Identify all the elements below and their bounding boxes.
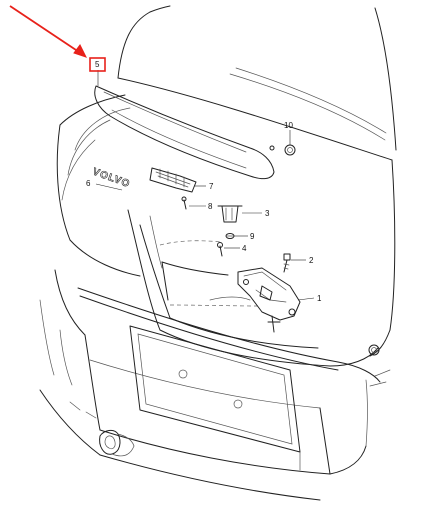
highlight-arrow-shaft [9,5,83,55]
part-9-clip [225,233,235,239]
vehicle-body [39,5,397,501]
highlight-annotation [9,5,106,72]
callout-5: 5 [95,60,100,69]
part-7-handle-housing [149,167,197,193]
part-5-spoiler-strip [94,85,275,180]
part-2-bolt [283,253,291,273]
callout-labels: 5 6 7 8 3 9 4 10 2 1 [86,60,322,303]
callout-8: 8 [208,202,213,211]
callout-6: 6 [86,179,91,188]
part-10-grommet [269,144,296,156]
callout-4: 4 [242,244,247,253]
callout-1: 1 [317,294,322,303]
highlight-box [89,57,106,72]
callout-10: 10 [284,121,293,130]
highlight-arrow-head [73,44,87,58]
part-3-spacer [217,205,243,223]
callout-3: 3 [265,209,270,218]
volvo-badge-text: VOLVO [91,166,132,190]
callout-9: 9 [250,232,255,241]
part-6-volvo-badge: VOLVO [91,166,132,190]
callout-2: 2 [309,256,314,265]
leader-lines [95,70,315,301]
part-1-lock-mechanism [237,267,301,333]
callout-7: 7 [209,182,214,191]
part-8-screw [181,196,187,210]
part-4-screw [217,242,223,257]
